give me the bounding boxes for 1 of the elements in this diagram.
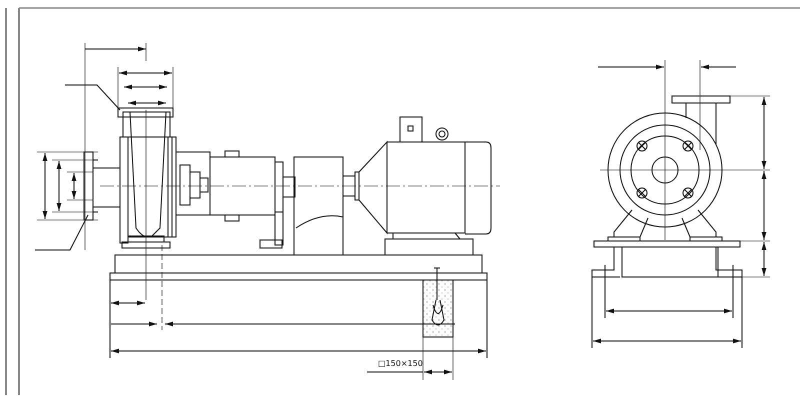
dimension-label: □150×150	[378, 359, 423, 369]
